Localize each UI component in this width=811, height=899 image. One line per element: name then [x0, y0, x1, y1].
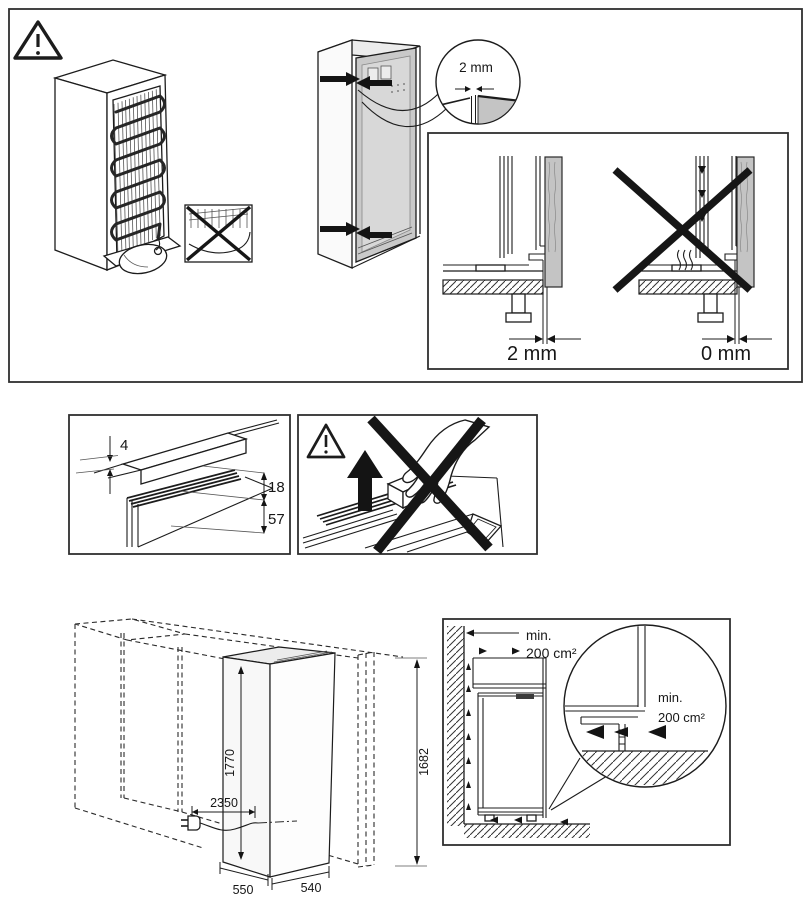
door-edge-illustration [126, 469, 274, 548]
incorrect-gap-label: 0 mm [701, 343, 751, 365]
panel-do-not-lift [297, 414, 538, 555]
top-clearance-area-label: 200 cm² [526, 645, 577, 661]
dim-1770-label: 1770 [223, 749, 237, 777]
prohibition-cross-icon [612, 167, 753, 293]
inset-border [427, 132, 789, 370]
prohibition-cross-icon [367, 415, 493, 555]
figure-niche-dimensions: 1770 2350 1682 550 540 [55, 600, 440, 899]
panel-door-alignment: 4 18 57 [68, 414, 291, 555]
plinth-airflow-arrows [586, 725, 666, 739]
lift-arrow-icon [347, 450, 383, 511]
panel-builtin-clearance: 2 mm 2 mm [8, 8, 803, 383]
fridge-rear-illustration [52, 59, 182, 275]
warning-icon [13, 20, 63, 60]
magnifier-circle: min. 200 cm² [548, 624, 727, 811]
dimension-niche-height: 1682 [395, 657, 431, 867]
floor-board [442, 279, 544, 295]
top-clearance-min-label: min. [526, 628, 552, 643]
do-not-damage-inset [184, 204, 253, 263]
dimension-width: 540 [271, 866, 330, 895]
panel-border [297, 414, 538, 555]
cross-section-incorrect: 0 mm [612, 156, 772, 365]
panel-border [442, 618, 731, 846]
panel-border [8, 8, 803, 383]
dashed-cabinet-run [74, 618, 404, 868]
warning-icon [306, 423, 346, 459]
dim-4-label: 4 [120, 437, 128, 454]
correct-gap-label: 2 mm [507, 343, 557, 365]
wall-and-floor [447, 626, 590, 838]
panel-ventilation: min. 200 cm² min. 200 cm² [442, 618, 731, 846]
dim-18-label: 18 [268, 479, 285, 496]
dim-2350-label: 2350 [210, 796, 238, 810]
clearance-inset: 2 mm [427, 132, 789, 370]
plinth-clearance-min-label: min. [658, 690, 683, 705]
cross-section-correct: 2 mm [442, 156, 581, 365]
dimension-18-57: 18 57 [170, 465, 285, 534]
appliance-side-view [472, 657, 547, 822]
heat-wave-marks [676, 249, 694, 271]
dim-550-label: 550 [233, 883, 254, 897]
dimension-appliance-height: 1770 [223, 666, 244, 860]
built-in-column-illustration [317, 39, 421, 269]
dim-57-label: 57 [268, 511, 285, 528]
compressor [118, 237, 168, 275]
dimension-cord-length: 2350 [191, 796, 256, 818]
power-plug-icon [181, 815, 298, 831]
airflow-arrows [466, 629, 568, 826]
panel-border [68, 414, 291, 555]
gap-arrow-icons-top [320, 72, 392, 90]
gap-dimension-arrows [455, 86, 494, 92]
dim-1682-label: 1682 [417, 748, 431, 776]
dim-540-label: 540 [301, 881, 322, 895]
plinth-clearance-area-label: 200 cm² [658, 710, 706, 725]
appliance-column [222, 646, 336, 878]
rail-illustration [93, 419, 280, 485]
condenser-coils [110, 94, 166, 242]
furniture-side-panel [544, 156, 563, 288]
dimension-depth: 550 [219, 862, 269, 897]
magnifier-gap-label: 2 mm [459, 60, 493, 75]
hinge-detail [516, 694, 534, 699]
prohibition-cross-icon [185, 205, 252, 262]
dimension-4: 4 [75, 436, 128, 494]
gap-arrow-icons-bottom [320, 222, 392, 240]
leveling-foot [511, 293, 526, 314]
